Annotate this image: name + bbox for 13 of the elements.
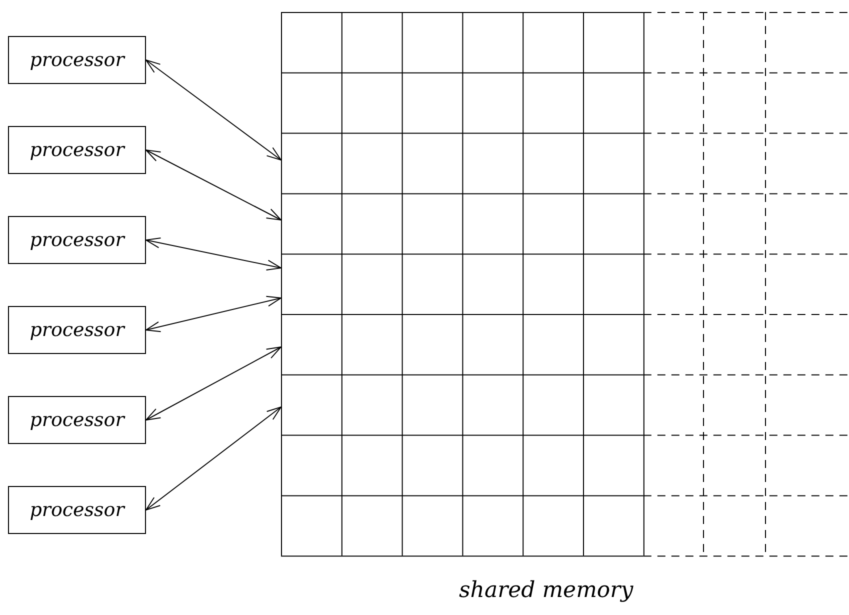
processor-box: processor <box>8 486 146 534</box>
double-arrow <box>146 296 282 332</box>
double-arrow <box>146 237 282 271</box>
double-arrow <box>146 150 282 220</box>
processor-box: processor <box>8 36 146 84</box>
double-arrow <box>146 346 282 420</box>
processor-box: processor <box>8 396 146 444</box>
processor-box: processor <box>8 216 146 264</box>
processor-box: processor <box>8 306 146 354</box>
node-label: shared memory <box>459 578 634 603</box>
processor-box: processor <box>8 126 146 174</box>
double-arrow <box>146 406 282 510</box>
double-arrow <box>146 60 282 160</box>
